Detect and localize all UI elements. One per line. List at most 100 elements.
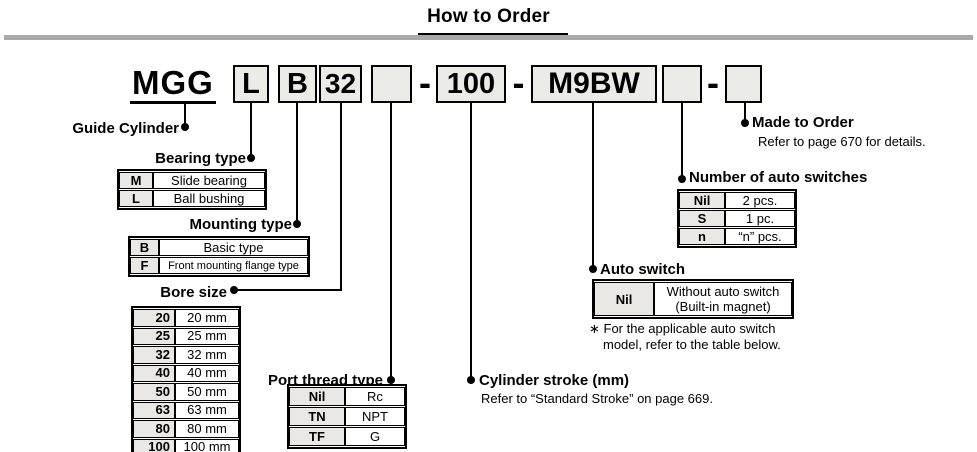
- auto-switch-footnote-line1: ∗ For the applicable auto switch: [589, 321, 776, 336]
- description-cell: 50 mm: [175, 383, 239, 401]
- code-cell: TF: [289, 427, 345, 446]
- made-to-order-connector-line: [744, 103, 746, 121]
- description-cell: Basic type: [159, 239, 308, 256]
- port-thread-connector-line: [390, 103, 392, 378]
- made-to-order-note: Refer to page 670 for details.: [758, 134, 926, 149]
- description-cell: Ball bushing: [153, 190, 265, 207]
- port-thread-code-box: [371, 65, 412, 103]
- guide-cylinder-connector-line: [184, 103, 186, 125]
- description-cell: Slide bearing: [153, 172, 265, 189]
- description-cell: 100 mm: [175, 438, 239, 452]
- code-cell: M: [119, 172, 153, 189]
- header-divider-band: [4, 35, 973, 40]
- auto-switch-connector-dot: [589, 265, 597, 273]
- description-cell: 20 mm: [175, 309, 239, 327]
- separator-dash: -: [707, 62, 719, 103]
- description-cell: Rc: [345, 387, 405, 406]
- separator-dash: -: [419, 62, 431, 103]
- code-cell: L: [119, 190, 153, 207]
- auto-switch-connector-line: [592, 103, 594, 267]
- bearing-type-label: Bearing type: [155, 150, 246, 167]
- switch-qty-connector-line: [681, 103, 683, 177]
- description-cell: NPT: [345, 407, 405, 426]
- code-cell: 40: [133, 364, 175, 382]
- auto-switch-code-box: M9BW: [531, 65, 657, 103]
- bore-size-code-box: 32: [319, 65, 362, 103]
- code-cell: 25: [133, 327, 175, 345]
- page-title: How to Order: [427, 6, 550, 27]
- code-cell: S: [679, 210, 725, 227]
- description-cell: “n” pcs.: [725, 228, 795, 245]
- code-cell: 80: [133, 420, 175, 438]
- code-cell: F: [130, 257, 159, 274]
- made-to-order-code-box: [725, 65, 762, 103]
- code-cell: Nil: [594, 282, 654, 316]
- description-cell: 2 pcs.: [725, 192, 795, 209]
- description-cell: 63 mm: [175, 401, 239, 419]
- description-cell: 1 pc.: [725, 210, 795, 227]
- cylinder-stroke-connector-dot: [467, 376, 475, 384]
- code-cell: TN: [289, 407, 345, 426]
- switch-qty-connector-dot: [678, 175, 686, 183]
- description-cell: Without auto switch(Built-in magnet): [654, 282, 792, 316]
- code-cell: B: [130, 239, 159, 256]
- guide-cylinder-connector-dot: [181, 123, 189, 131]
- bearing-type-connector-dot: [247, 154, 255, 162]
- bearing-type-connector-line: [250, 103, 252, 156]
- port-thread-connector-dot: [387, 376, 395, 384]
- cylinder-stroke-connector-line: [470, 103, 472, 378]
- description-cell: Front mounting flange type: [159, 257, 308, 274]
- code-cell: 100: [133, 438, 175, 452]
- auto-switch-footnote-line2: model, refer to the table below.: [603, 337, 781, 352]
- bore-size-connector-line-horizontal: [234, 289, 342, 291]
- description-cell: 32 mm: [175, 346, 239, 364]
- series-code: MGG: [130, 63, 216, 104]
- description-cell: 80 mm: [175, 420, 239, 438]
- made-to-order-connector-dot: [741, 119, 749, 127]
- bore-size-connector-dot: [230, 286, 238, 294]
- cylinder-stroke-note: Refer to “Standard Stroke” on page 669.: [481, 391, 713, 406]
- code-cell: Nil: [679, 192, 725, 209]
- table-row: n“n” pcs.: [679, 228, 795, 245]
- code-cell: 50: [133, 383, 175, 401]
- code-cell: 20: [133, 309, 175, 327]
- mounting-type-code-box: B: [278, 65, 317, 103]
- mounting-type-connector-line: [296, 103, 298, 222]
- code-cell: Nil: [289, 387, 345, 406]
- bearing-type-code-box: L: [233, 65, 269, 103]
- description-cell: 25 mm: [175, 327, 239, 345]
- separator-dash: -: [512, 62, 525, 103]
- description-cell: G: [345, 427, 405, 446]
- mounting-type-connector-dot: [293, 220, 301, 228]
- stroke-code-box: 100: [436, 65, 506, 103]
- bore-size-connector-line-vertical: [340, 103, 342, 291]
- description-cell: 40 mm: [175, 364, 239, 382]
- guide-cylinder-label: Guide Cylinder: [72, 120, 179, 137]
- cylinder-stroke-label: Cylinder stroke (mm): [479, 372, 630, 389]
- switch-qty-label: Number of auto switches: [689, 169, 868, 186]
- mounting-type-label: Mounting type: [189, 216, 292, 233]
- switch-qty-code-box: [662, 65, 702, 103]
